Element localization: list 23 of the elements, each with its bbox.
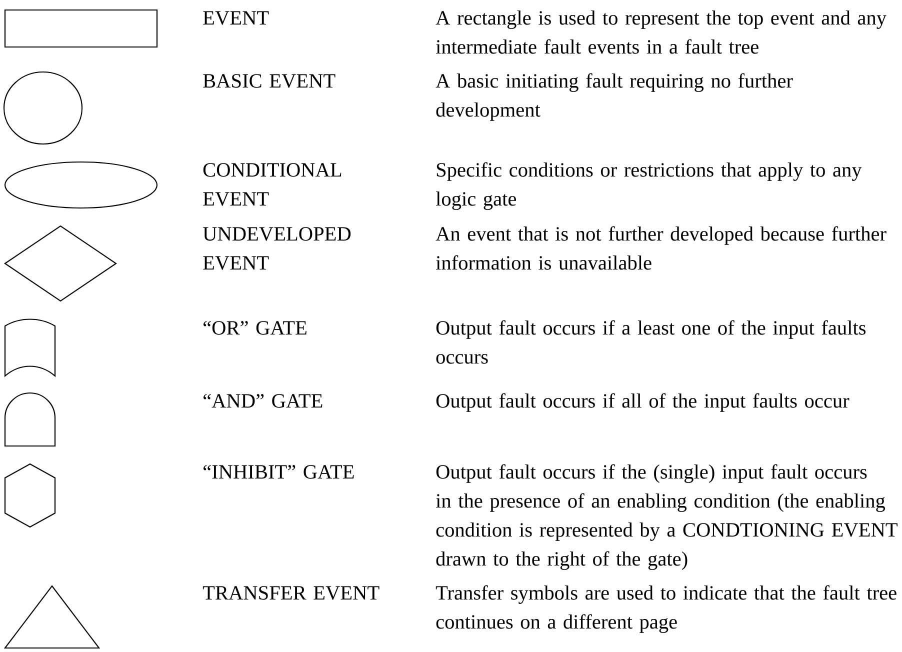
ellipse-symbol	[4, 161, 158, 209]
symbol-name: CONDITIONAL EVENT	[203, 163, 342, 206]
symbol-description: A basic initiating fault requiring no further development	[436, 73, 793, 121]
or-gate-symbol	[4, 318, 56, 377]
circle-symbol	[3, 71, 83, 145]
symbol-description: A rectangle is used to represent the top event and any intermediate fault events in a fault tree	[436, 10, 886, 54]
symbol-name: “INHIBIT” GATE	[204, 465, 354, 479]
symbol-description: Transfer symbols are used to indicate that the fault tree continues on a different page	[436, 585, 896, 633]
symbol-name: TRANSFER EVENT	[202, 586, 380, 600]
rectangle-symbol	[4, 9, 158, 48]
symbol-description: Specific conditions or restrictions that apply to any logic gate	[436, 162, 862, 210]
symbol-description: An event that is not further developed because further information is unavailable	[436, 226, 886, 270]
symbol-name: UNDEVELOPED EVENT	[202, 227, 351, 270]
and-gate-symbol	[4, 392, 56, 447]
symbol-description: Output fault occurs if all of the input faults occur	[436, 393, 850, 412]
symbol-name: BASIC EVENT	[203, 74, 336, 88]
hexagon-symbol	[4, 463, 56, 528]
symbol-name: “OR” GATE	[204, 321, 306, 335]
diamond-symbol	[4, 225, 117, 302]
symbol-description: Output fault occurs if the (single) input fault occurs in the presence of an enabling condition (the enabling condition is represented by a CONDTIONING EVENT drawn to the right of the gate)	[436, 464, 898, 570]
symbol-name: “AND” GATE	[204, 394, 322, 408]
symbol-name: EVENT	[203, 11, 269, 25]
symbol-description: Output fault occurs if a least one of the input faults occurs	[436, 320, 866, 364]
